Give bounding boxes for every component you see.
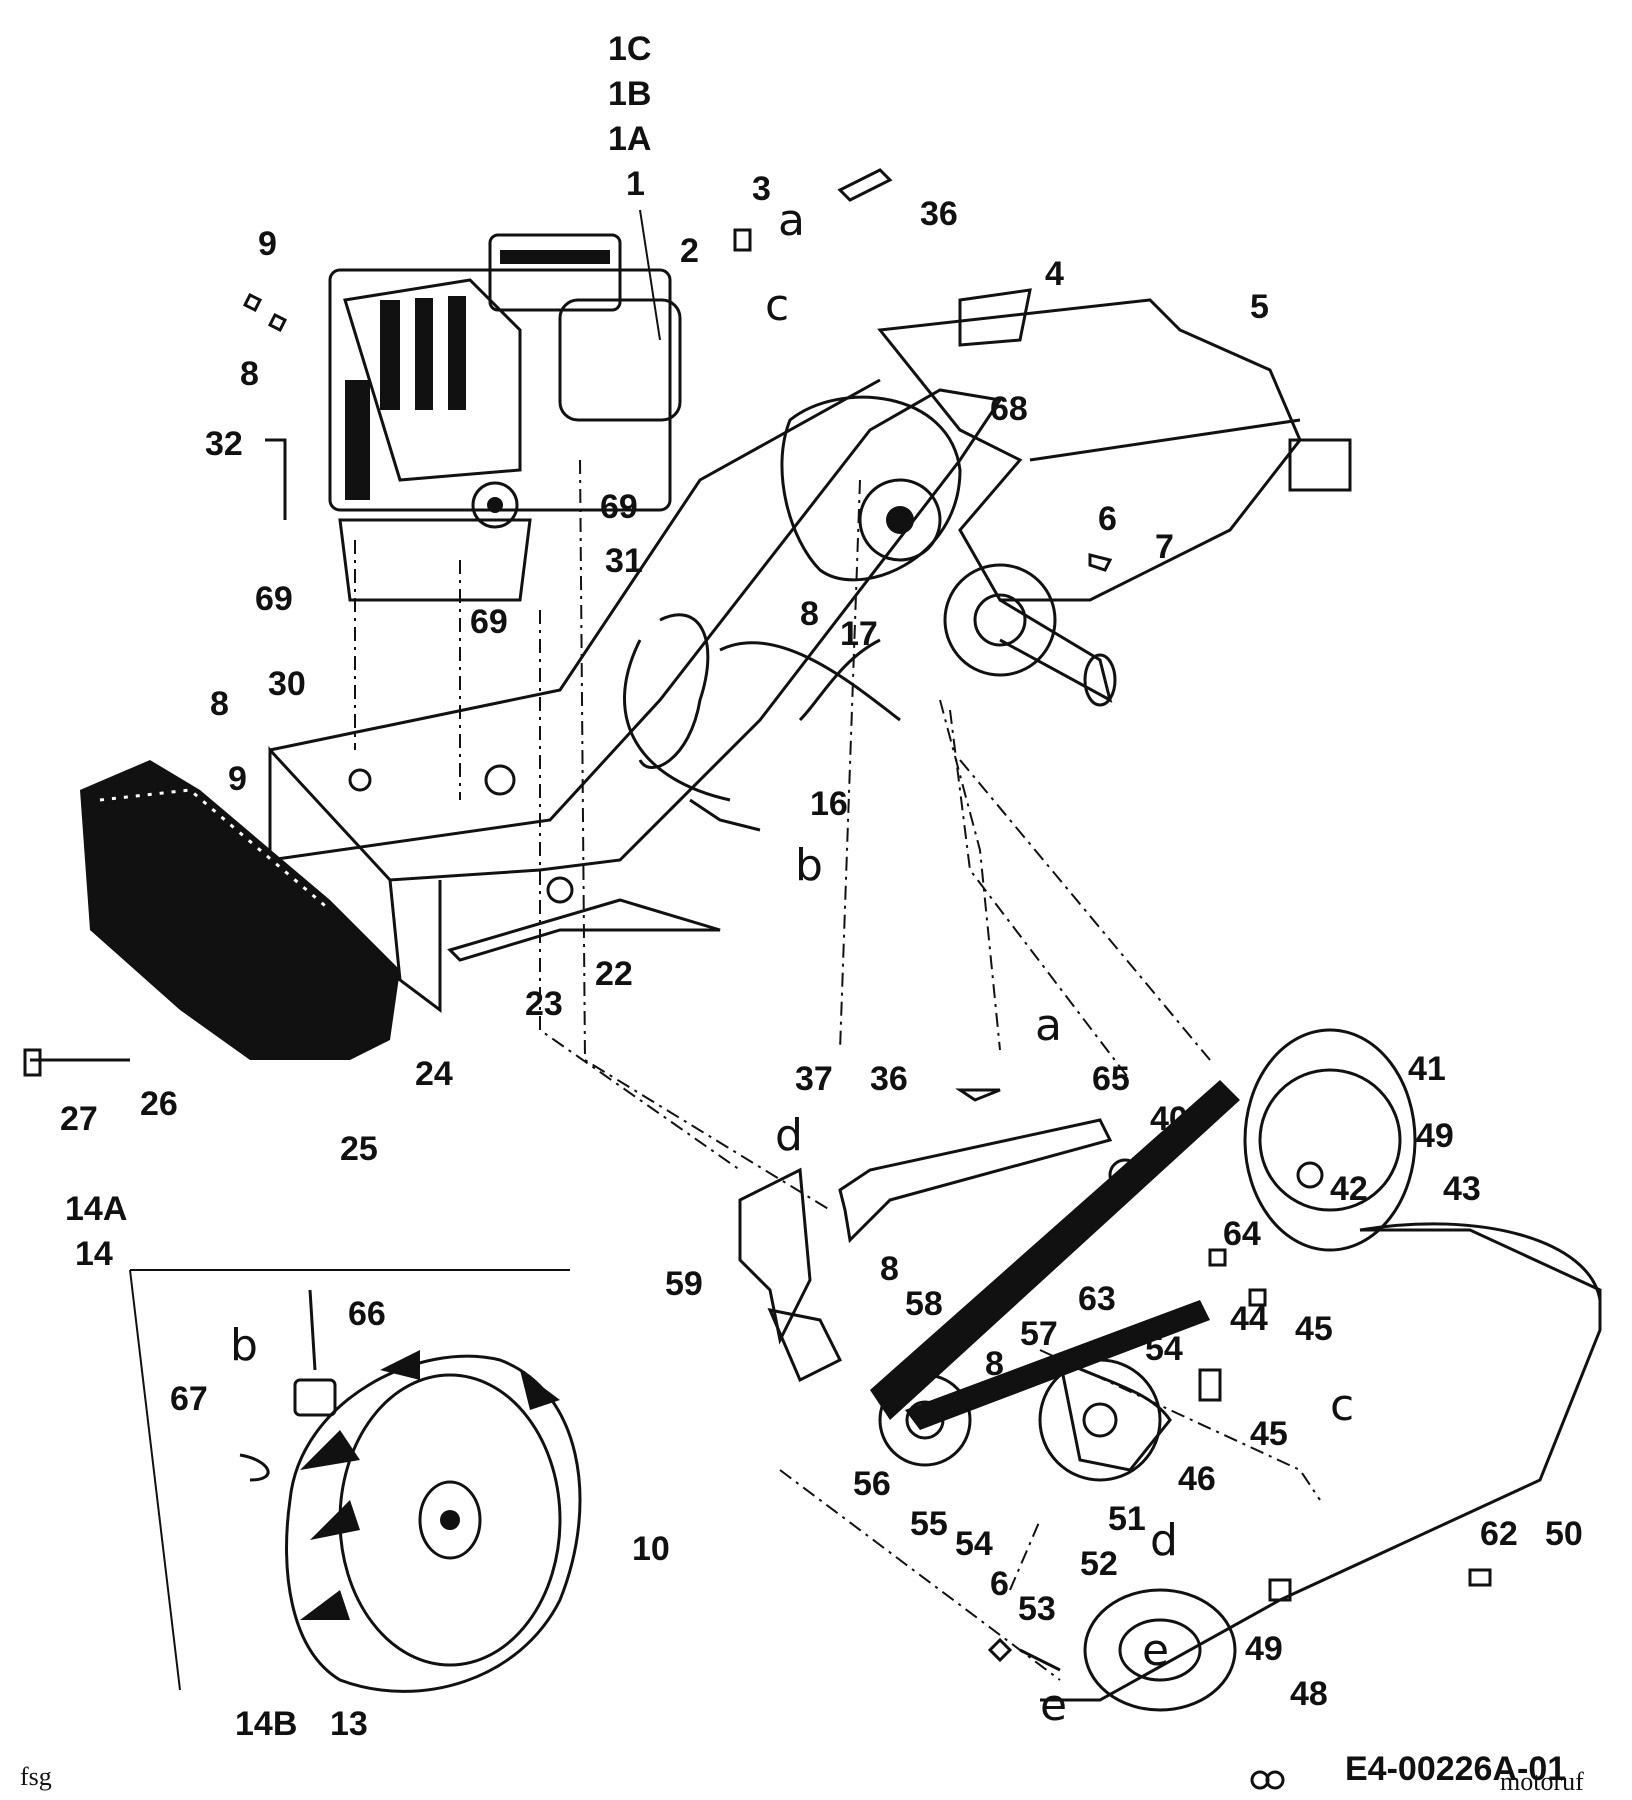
label-49-a: 49 bbox=[1416, 1117, 1454, 1155]
label-10: 10 bbox=[632, 1530, 670, 1568]
label-45-b: 45 bbox=[1250, 1415, 1288, 1453]
label-8-c: 8 bbox=[210, 685, 229, 723]
label-62: 62 bbox=[1480, 1515, 1518, 1553]
letter-b-mid: b bbox=[795, 840, 823, 891]
label-63: 63 bbox=[1078, 1280, 1116, 1318]
letter-d-low: d bbox=[775, 1110, 803, 1161]
footer-watermark: motoruf bbox=[1500, 1767, 1584, 1796]
label-36-b: 36 bbox=[870, 1060, 908, 1098]
label-22: 22 bbox=[595, 955, 633, 993]
engine bbox=[328, 233, 682, 602]
label-14B: 14B bbox=[235, 1705, 297, 1743]
label-44: 44 bbox=[1230, 1300, 1268, 1338]
label-14: 14 bbox=[75, 1235, 113, 1273]
label-56: 56 bbox=[853, 1465, 891, 1503]
label-52: 52 bbox=[1080, 1545, 1118, 1583]
label-2: 2 bbox=[680, 232, 699, 270]
label-37: 37 bbox=[795, 1060, 833, 1098]
letter-e-pulley: e bbox=[1142, 1625, 1169, 1676]
label-3: 3 bbox=[752, 170, 771, 208]
label-4: 4 bbox=[1045, 255, 1064, 293]
footer-left: fsg bbox=[20, 1762, 52, 1791]
label-31: 31 bbox=[605, 542, 643, 580]
label-25: 25 bbox=[340, 1130, 378, 1168]
letter-d-pulley: d bbox=[1150, 1515, 1178, 1566]
fasteners bbox=[23, 168, 1492, 1790]
label-54-a: 54 bbox=[1145, 1330, 1183, 1368]
label-69-c: 69 bbox=[470, 603, 508, 641]
label-30: 30 bbox=[268, 665, 306, 703]
bumper bbox=[80, 760, 400, 1060]
label-24: 24 bbox=[415, 1055, 453, 1093]
label-7: 7 bbox=[1155, 528, 1174, 566]
label-59: 59 bbox=[665, 1265, 703, 1303]
letter-c-low: c bbox=[1330, 1380, 1354, 1431]
letter-a-low: a bbox=[1035, 1000, 1062, 1051]
transmission bbox=[780, 395, 1117, 707]
label-69-a: 69 bbox=[600, 488, 638, 526]
label-55: 55 bbox=[910, 1505, 948, 1543]
label-26: 26 bbox=[140, 1085, 178, 1123]
label-8-a: 8 bbox=[240, 355, 259, 393]
label-51: 51 bbox=[1108, 1500, 1146, 1538]
connection-letters: a c b a d b c d e e bbox=[230, 195, 1354, 1731]
letter-a-top: a bbox=[778, 195, 805, 246]
label-67: 67 bbox=[170, 1380, 208, 1418]
label-6-b: 6 bbox=[990, 1565, 1009, 1603]
label-9-a: 9 bbox=[258, 225, 277, 263]
label-5: 5 bbox=[1250, 288, 1269, 326]
footer-code: E4-00226A-01 bbox=[1345, 1750, 1566, 1788]
label-14A: 14A bbox=[65, 1190, 127, 1228]
label-23: 23 bbox=[525, 985, 563, 1023]
engine-variant-labels: 1C 1B 1A 1 bbox=[608, 30, 661, 341]
label-13: 13 bbox=[330, 1705, 368, 1743]
frame bbox=[268, 378, 1003, 1013]
label-1A: 1A bbox=[608, 120, 651, 158]
label-57: 57 bbox=[1020, 1315, 1058, 1353]
label-41: 41 bbox=[1408, 1050, 1446, 1088]
label-50: 50 bbox=[1545, 1515, 1583, 1553]
letter-b-wheel: b bbox=[230, 1320, 258, 1371]
part-number-labels: 2 3 4 5 6 7 8 8 8 8 8 9 9 10 13 16 17 22… bbox=[60, 170, 1583, 1743]
wheel-inset bbox=[129, 1269, 582, 1693]
label-1B: 1B bbox=[608, 75, 651, 113]
footer: fsg E4-00226A-01 motoruf bbox=[20, 1750, 1584, 1796]
label-45-a: 45 bbox=[1295, 1310, 1333, 1348]
label-69-b: 69 bbox=[255, 580, 293, 618]
label-8-d: 8 bbox=[880, 1250, 899, 1288]
label-9-b: 9 bbox=[228, 760, 247, 798]
label-16: 16 bbox=[810, 785, 848, 823]
label-65: 65 bbox=[1092, 1060, 1130, 1098]
label-42: 42 bbox=[1330, 1170, 1368, 1208]
label-6: 6 bbox=[1098, 500, 1117, 538]
idler-bracket bbox=[738, 1118, 1142, 1383]
label-49-b: 49 bbox=[1245, 1630, 1283, 1668]
label-8-b: 8 bbox=[800, 595, 819, 633]
chain-case bbox=[877, 288, 1352, 602]
wheel-variant-labels: 14A 14 14B bbox=[65, 1190, 297, 1743]
label-27: 27 bbox=[60, 1100, 98, 1138]
label-32: 32 bbox=[205, 425, 243, 463]
assembly-lines bbox=[354, 459, 1321, 1681]
label-66: 66 bbox=[348, 1295, 386, 1333]
tines bbox=[623, 613, 901, 832]
label-8-e: 8 bbox=[985, 1345, 1004, 1383]
label-36-a: 36 bbox=[920, 195, 958, 233]
label-40: 40 bbox=[1150, 1100, 1188, 1138]
label-48: 48 bbox=[1290, 1675, 1328, 1713]
label-53: 53 bbox=[1018, 1590, 1056, 1628]
label-17: 17 bbox=[840, 615, 878, 653]
label-64: 64 bbox=[1223, 1215, 1261, 1253]
label-58: 58 bbox=[905, 1285, 943, 1323]
label-68: 68 bbox=[990, 390, 1028, 428]
label-1C: 1C bbox=[608, 30, 651, 68]
letter-c-top: c bbox=[765, 280, 789, 331]
label-43: 43 bbox=[1443, 1170, 1481, 1208]
label-1: 1 bbox=[626, 165, 645, 203]
label-46: 46 bbox=[1178, 1460, 1216, 1498]
label-54-b: 54 bbox=[955, 1525, 993, 1563]
letter-e-bottom: e bbox=[1040, 1680, 1067, 1731]
belt-drive bbox=[870, 1028, 1602, 1712]
